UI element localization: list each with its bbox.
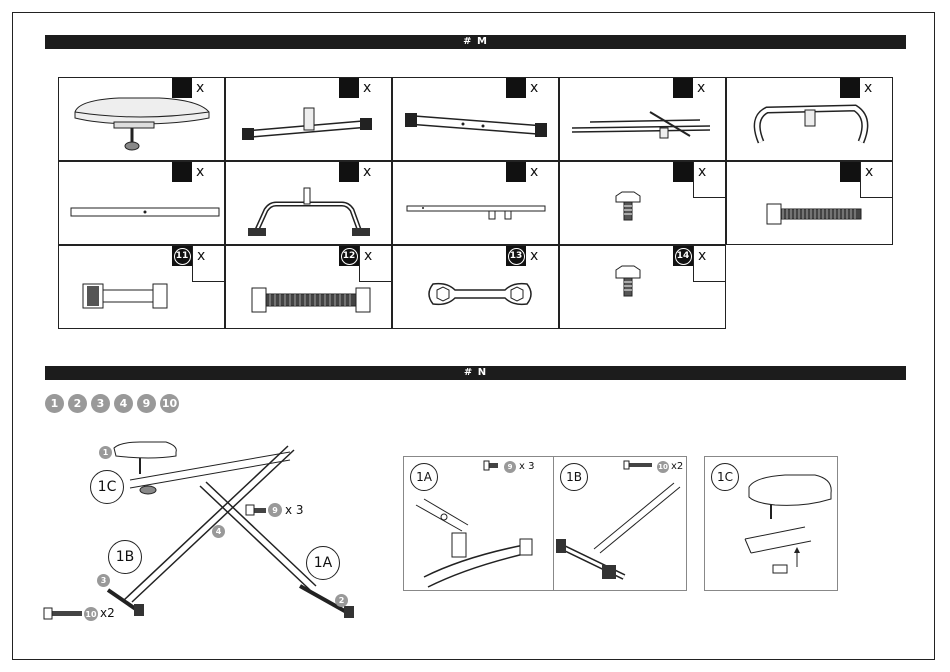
- callout-3: 3: [97, 574, 110, 587]
- parts-grid: x x x x: [58, 77, 893, 329]
- section-m-header: # M: [45, 35, 906, 49]
- seat-icon: [59, 78, 226, 162]
- rear-stabilizer-icon: [393, 78, 560, 162]
- detail-1c-illustration: [705, 457, 839, 592]
- step-part-number: 4: [114, 394, 133, 413]
- threaded-rod-icon: [226, 246, 393, 330]
- small-bolt-icon: [560, 246, 727, 330]
- main-frame-icon: [560, 78, 727, 162]
- detail-1b-illustration: [554, 457, 688, 592]
- wrench-icon: [393, 246, 560, 330]
- detail-qty: x 3: [519, 461, 534, 472]
- step-part-number: 2: [68, 394, 87, 413]
- seat-rail-icon: [59, 162, 226, 246]
- step-part-number: 9: [137, 394, 156, 413]
- fastener-10-qty: x2: [100, 606, 115, 620]
- detail-panel-1c: 1C: [704, 456, 838, 591]
- step-part-number: 3: [91, 394, 110, 413]
- fastener-10-number: 10: [84, 607, 98, 621]
- callout-2: 2: [335, 594, 348, 607]
- fastener-9-qty: x 3: [285, 503, 304, 517]
- part-cell-rear-stabilizer: x: [392, 77, 559, 161]
- part-cell-pedal-bracket: x: [225, 161, 392, 245]
- front-stabilizer-icon: [226, 78, 393, 162]
- detail-1a-illustration: [404, 457, 557, 592]
- section-n-header: # N: [45, 366, 906, 380]
- detail-panel-1a: 1A 9 x 3: [403, 456, 556, 591]
- callout-4: 4: [212, 525, 225, 538]
- part-cell-front-stabilizer: x: [225, 77, 392, 161]
- detail-part-number: 9: [504, 461, 516, 473]
- hex-bolt-long-icon: [727, 162, 894, 246]
- callout-1: 1: [99, 446, 112, 459]
- step-part-number: 1: [45, 394, 64, 413]
- pedal-bracket-icon: [226, 162, 393, 246]
- step-parts-list: 1 2 3 4 9 10: [45, 394, 179, 413]
- part-cell-seat-rail: x: [58, 161, 225, 245]
- axle-bolt-icon: [59, 246, 226, 330]
- detail-qty: x2: [671, 461, 683, 472]
- part-cell-small-bolt: 14 x: [559, 245, 726, 329]
- step-label-1c: 1C: [90, 470, 124, 504]
- part-cell-slide-rail: x: [392, 161, 559, 245]
- part-cell-seat: x: [58, 77, 225, 161]
- step-label-1b: 1B: [108, 540, 142, 574]
- handlebar-icon: [727, 78, 894, 162]
- part-cell-axle-bolt: 11 x: [58, 245, 225, 329]
- part-cell-wrench: 13 x: [392, 245, 559, 329]
- part-cell-hex-bolt-long: x: [726, 161, 893, 245]
- step-label-1a: 1A: [306, 546, 340, 580]
- detail-part-number: 10: [657, 461, 669, 473]
- step-part-number: 10: [160, 394, 179, 413]
- part-cell-handlebar: x: [726, 77, 893, 161]
- part-cell-hex-bolt-short: x: [559, 161, 726, 245]
- slide-rail-icon: [393, 162, 560, 246]
- part-cell-threaded-rod: 12 x: [225, 245, 392, 329]
- fastener-9-number: 9: [268, 503, 282, 517]
- hex-bolt-short-icon: [560, 162, 727, 246]
- part-cell-main-frame: x: [559, 77, 726, 161]
- detail-panel-1b: 1B 10 x2: [553, 456, 687, 591]
